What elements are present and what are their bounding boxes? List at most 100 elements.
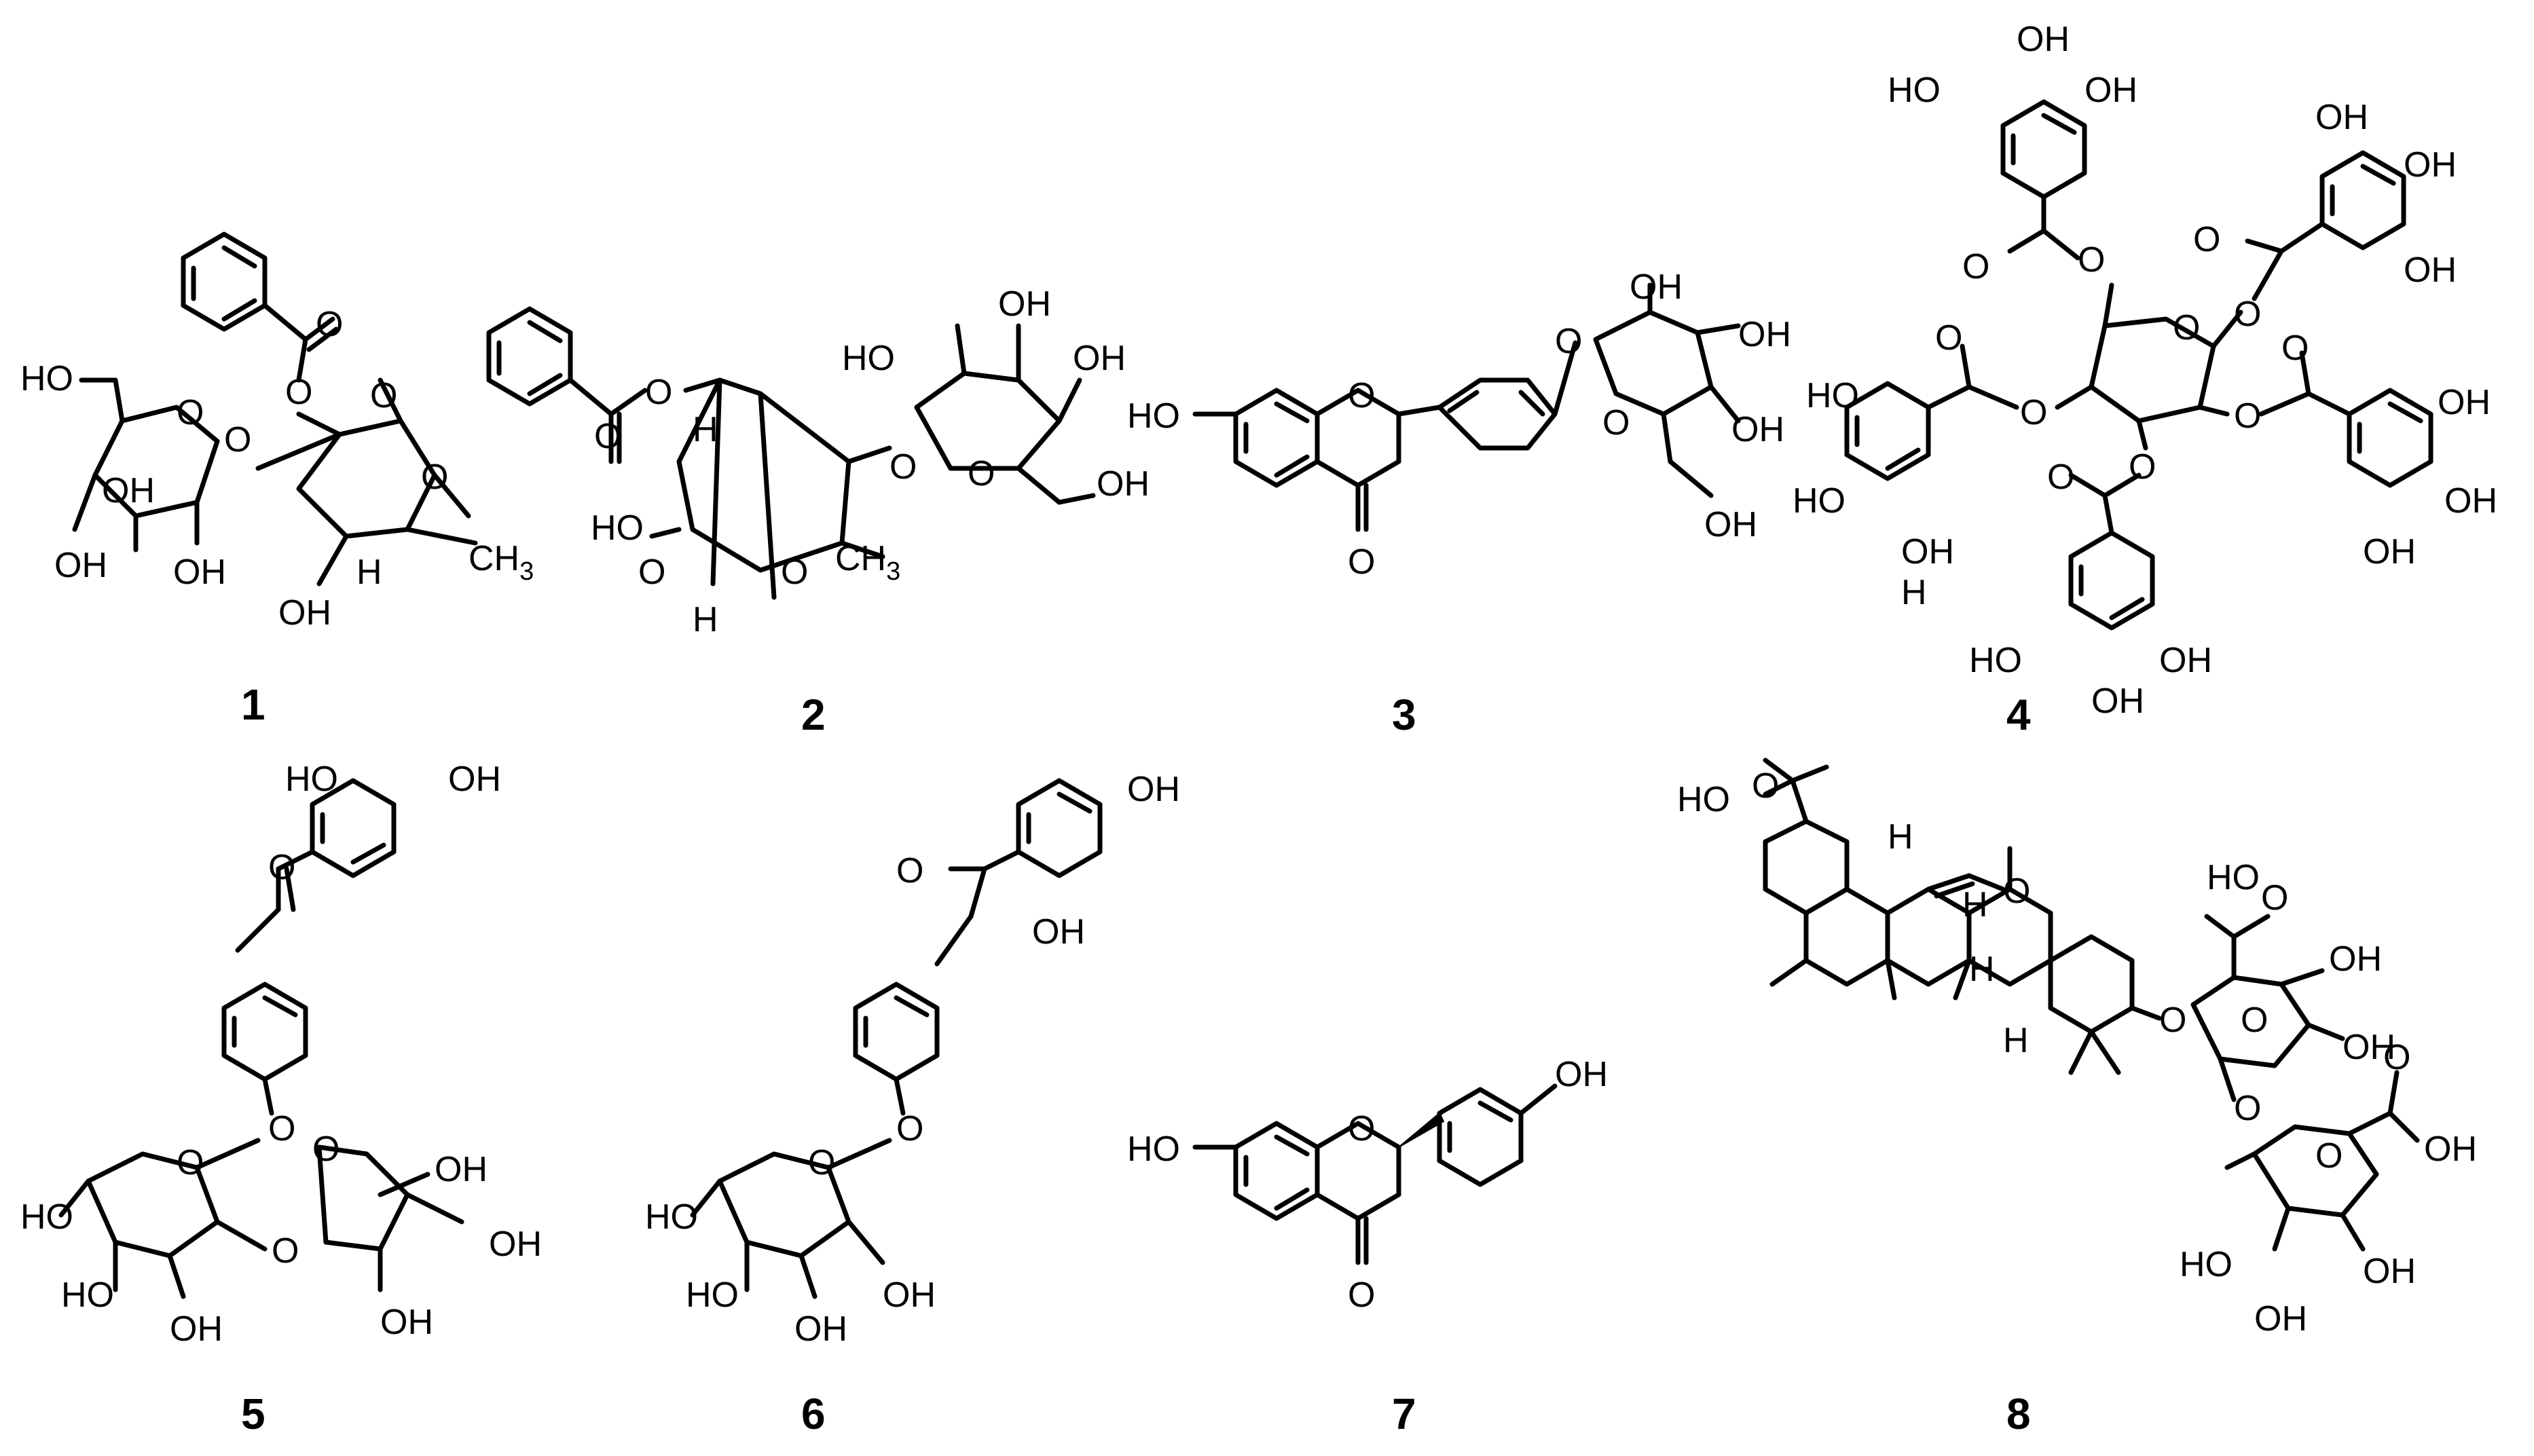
atom-oh: OH: [54, 546, 107, 585]
compound-label-1: 1: [241, 680, 265, 729]
atom-oh: OH: [1097, 464, 1150, 504]
atom-h: H: [1962, 885, 1988, 925]
compound-label-7: 7: [1392, 1389, 1416, 1438]
compound-label-5: 5: [241, 1389, 265, 1438]
atom-o: O: [1348, 542, 1375, 582]
atom-oh: OH: [2254, 1299, 2307, 1339]
atom-h: H: [1901, 573, 1927, 612]
atom-o: O: [2234, 1089, 2261, 1128]
atom-o: O: [421, 458, 448, 497]
atom-o: O: [224, 420, 251, 460]
atom-oh: OH: [170, 1309, 223, 1349]
benzene-ring: [486, 306, 573, 407]
atom-o: O: [285, 373, 312, 412]
atom-o: O: [781, 553, 808, 592]
atom-h: H: [693, 600, 718, 639]
atom-o: O: [2234, 295, 2261, 334]
atom-oh: OH: [102, 471, 155, 510]
atom-ho: HO: [1127, 1130, 1180, 1169]
compound-7-structure: HO O O OH: [1127, 1055, 1608, 1315]
atom-oh: OH: [278, 593, 331, 633]
atom-o: O: [968, 454, 995, 493]
atom-o: O: [1348, 376, 1375, 415]
compound-3-structure: HO O O O O OH OH OH OH: [1127, 267, 1791, 582]
atom-o: O: [2173, 308, 2200, 348]
atom-oh: OH: [2343, 1028, 2395, 1067]
atom-o: O: [2241, 1001, 2268, 1040]
atom-o: O: [2129, 447, 2156, 487]
atom-oh: OH: [998, 284, 1051, 324]
atom-o: O: [2047, 458, 2074, 497]
compound-5-structure: HO OH O O O O O HO HO OH OH OH OH: [20, 760, 542, 1349]
atom-ho: HO: [645, 1197, 698, 1237]
atom-oh: OH: [2315, 98, 2368, 137]
atom-o: O: [312, 1130, 339, 1169]
atom-oh: OH: [1032, 912, 1085, 952]
atom-o: O: [2261, 878, 2288, 918]
atom-oh: OH: [1555, 1055, 1608, 1094]
furanose-ring: [316, 1144, 410, 1252]
atom-o: O: [2003, 872, 2030, 911]
atom-o: O: [316, 305, 343, 344]
atom-o: O: [638, 553, 665, 592]
atom-oh: OH: [1704, 505, 1757, 544]
atom-o: O: [2193, 220, 2220, 259]
atom-ho: HO: [591, 508, 644, 548]
atom-ho: HO: [1888, 71, 1941, 110]
atom-o: O: [2020, 393, 2047, 432]
atom-o: O: [1752, 766, 1779, 806]
atom-o: O: [889, 447, 917, 487]
compound-label-6: 6: [801, 1389, 826, 1438]
atom-oh: OH: [2404, 250, 2457, 290]
atom-o: O: [896, 1109, 923, 1149]
atom-o: O: [177, 1143, 204, 1182]
atom-ho: HO: [1127, 396, 1180, 436]
atom-ho: HO: [61, 1275, 114, 1315]
atom-o: O: [177, 393, 204, 432]
atom-oh: OH: [2438, 383, 2491, 422]
atom-oh: OH: [1901, 532, 1954, 572]
atom-oh: OH: [794, 1309, 847, 1349]
atom-ho: HO: [20, 1197, 73, 1237]
atom-oh: OH: [380, 1303, 433, 1342]
atom-o: O: [594, 417, 621, 456]
benzene-ring: [181, 231, 268, 332]
atom-ho: HO: [842, 339, 895, 378]
atom-oh: OH: [2159, 641, 2212, 680]
atom-ho: HO: [1806, 376, 1859, 415]
atom-ho: HO: [1969, 641, 2022, 680]
compound-label-4: 4: [2006, 690, 2031, 739]
atom-ho: HO: [1793, 481, 1846, 521]
atom-o: O: [896, 851, 923, 891]
atom-oh: OH: [2404, 145, 2457, 185]
compound-label-2: 2: [801, 690, 826, 739]
atom-o: O: [1962, 247, 1989, 286]
compound-8-structure: HO O H H O H H O HO O OH OH O O O O OH H…: [1677, 758, 2477, 1339]
atom-oh: OH: [489, 1225, 542, 1264]
atom-oh: OH: [2329, 939, 2382, 979]
atom-o: O: [2383, 1038, 2410, 1077]
atom-ho: HO: [1677, 780, 1730, 819]
atom-o: O: [268, 848, 295, 887]
atom-oh: OH: [2444, 481, 2497, 521]
atom-oh: OH: [1731, 410, 1784, 449]
atom-h: H: [356, 553, 382, 592]
atom-ho: HO: [20, 359, 73, 398]
atom-o: O: [272, 1231, 299, 1271]
atom-oh: OH: [2017, 20, 2070, 59]
atom-o: O: [808, 1143, 835, 1182]
atom-o: O: [370, 376, 397, 415]
compound-label-3: 3: [1392, 690, 1416, 739]
atom-o: O: [645, 373, 672, 412]
atom-o: O: [1348, 1275, 1375, 1315]
atom-h: H: [2003, 1021, 2029, 1060]
atom-ho: HO: [686, 1275, 739, 1315]
compound-4-structure: HO OH OH OH OH OH O O O O O O O O O O O …: [1793, 20, 2497, 721]
sugar-ring: [1593, 310, 1714, 417]
atom-oh: OH: [2363, 532, 2416, 572]
atom-o: O: [2234, 396, 2261, 436]
atom-oh: OH: [883, 1275, 936, 1315]
atom-o: O: [1602, 403, 1630, 443]
